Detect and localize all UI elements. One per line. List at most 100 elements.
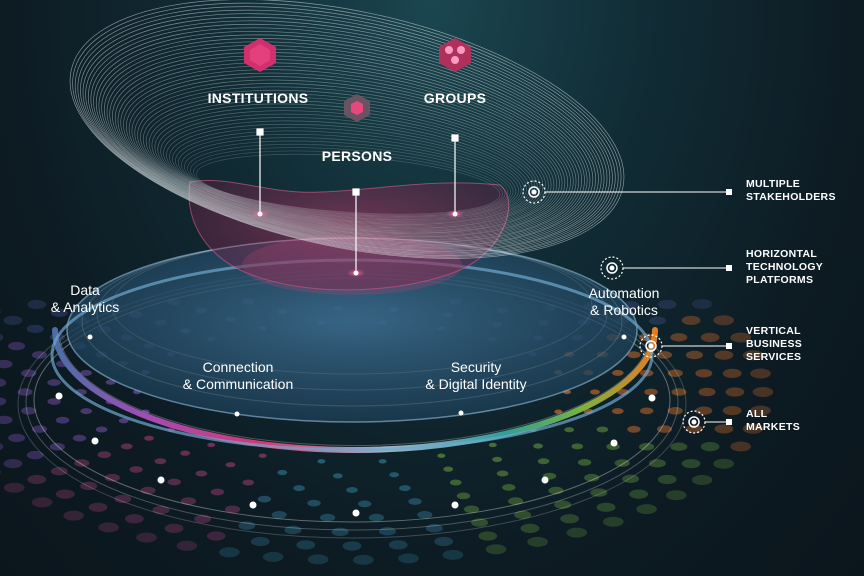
label-automation-robotics: Automation & Robotics xyxy=(565,285,683,319)
bowl-wire xyxy=(117,62,574,240)
legend-am-line2: MARKETS xyxy=(746,421,801,433)
bowl-wire xyxy=(74,6,619,257)
market-dot xyxy=(257,495,272,503)
market-dot xyxy=(548,486,564,495)
bowl-wire xyxy=(87,23,605,252)
market-dot xyxy=(307,554,329,565)
marker-markets xyxy=(682,410,732,434)
market-dot xyxy=(331,527,349,537)
legend-ms-line1: MULTIPLE xyxy=(746,178,801,190)
market-dot xyxy=(507,497,524,505)
market-dot xyxy=(514,510,532,519)
bowl-wire xyxy=(109,51,583,243)
market-dot xyxy=(722,406,742,416)
market-dot xyxy=(584,473,600,482)
bowl-wire xyxy=(187,143,509,218)
market-dot xyxy=(31,351,48,359)
market-dot xyxy=(72,434,87,442)
market-dot xyxy=(520,523,540,534)
market-dot xyxy=(262,551,284,562)
market-dot xyxy=(144,435,154,441)
market-dot xyxy=(700,332,720,342)
legend-vs-line1: VERTICAL xyxy=(746,325,801,337)
market-dot xyxy=(167,478,181,486)
bowl-wire xyxy=(196,153,501,215)
bowl-wire xyxy=(85,20,608,253)
market-dot xyxy=(434,536,454,547)
ring-nodes xyxy=(55,392,656,517)
market-dot xyxy=(176,540,198,551)
market-dot xyxy=(627,425,641,433)
market-dot xyxy=(488,442,497,448)
market-dot xyxy=(21,369,37,378)
market-dot xyxy=(118,418,129,424)
market-dot xyxy=(0,378,7,387)
bowl-wire xyxy=(80,13,613,255)
market-dot xyxy=(667,407,683,415)
market-dot xyxy=(742,350,764,361)
market-dot xyxy=(284,525,302,535)
security-line1: Security xyxy=(450,359,502,375)
market-dot xyxy=(95,426,108,433)
market-dot xyxy=(21,407,37,415)
market-dot xyxy=(722,368,742,378)
security-line2: & Digital Identity xyxy=(425,376,527,392)
market-dot xyxy=(590,389,600,395)
market-dot xyxy=(612,369,624,376)
legend-vertical-services: VERTICAL BUSINESS SERVICES xyxy=(746,325,802,364)
bowl-wire xyxy=(72,2,622,258)
market-dot xyxy=(50,308,68,317)
market-dot xyxy=(496,470,509,477)
market-dot xyxy=(31,497,53,508)
market-dot xyxy=(379,527,396,536)
market-dot xyxy=(388,540,408,550)
market-dot xyxy=(154,458,167,465)
marker-services xyxy=(639,334,732,358)
market-dot xyxy=(691,475,713,485)
market-dot xyxy=(714,350,734,360)
market-dot xyxy=(657,299,677,310)
market-dot xyxy=(681,459,701,469)
market-dot xyxy=(368,513,384,522)
market-dot xyxy=(666,490,687,501)
market-dot xyxy=(725,387,745,397)
market-dot xyxy=(80,408,92,415)
market-dot xyxy=(97,451,112,459)
market-dot xyxy=(730,441,751,452)
market-dot xyxy=(408,498,422,505)
bowl-wire xyxy=(103,44,588,245)
market-dot xyxy=(742,423,764,434)
market-dot xyxy=(614,459,630,467)
bowl-wire xyxy=(82,16,611,254)
label-connection-communication: Connection & Communication xyxy=(160,359,316,393)
legend-vs-line3: SERVICES xyxy=(746,351,802,363)
market-dot xyxy=(554,409,563,414)
market-dot xyxy=(463,505,480,514)
market-dot xyxy=(296,540,316,550)
market-dot xyxy=(63,510,84,521)
market-dot xyxy=(293,485,305,492)
market-dot xyxy=(320,513,336,522)
market-dot xyxy=(242,479,255,486)
bowl-wire xyxy=(120,65,571,239)
market-dot xyxy=(0,443,4,451)
market-dot xyxy=(180,497,197,505)
market-dot xyxy=(3,482,25,493)
market-dot xyxy=(603,516,624,527)
bowl-wire xyxy=(101,41,591,246)
market-dot xyxy=(670,442,688,451)
market-dot xyxy=(129,466,143,473)
bowl-wire xyxy=(125,72,566,237)
market-dot xyxy=(317,459,326,464)
legend-horizontal-platforms: HORIZONTAL TECHNOLOGY PLATFORMS xyxy=(746,248,823,287)
market-dot xyxy=(648,459,666,468)
market-dot xyxy=(80,369,92,376)
market-dot xyxy=(681,315,701,325)
bowl-wire xyxy=(112,55,580,242)
market-dot xyxy=(571,443,584,450)
data-analytics-line1: Data xyxy=(70,282,100,298)
market-dot xyxy=(389,472,400,478)
persons-icon xyxy=(344,94,370,122)
market-dot xyxy=(195,470,208,477)
market-dot xyxy=(656,351,673,359)
